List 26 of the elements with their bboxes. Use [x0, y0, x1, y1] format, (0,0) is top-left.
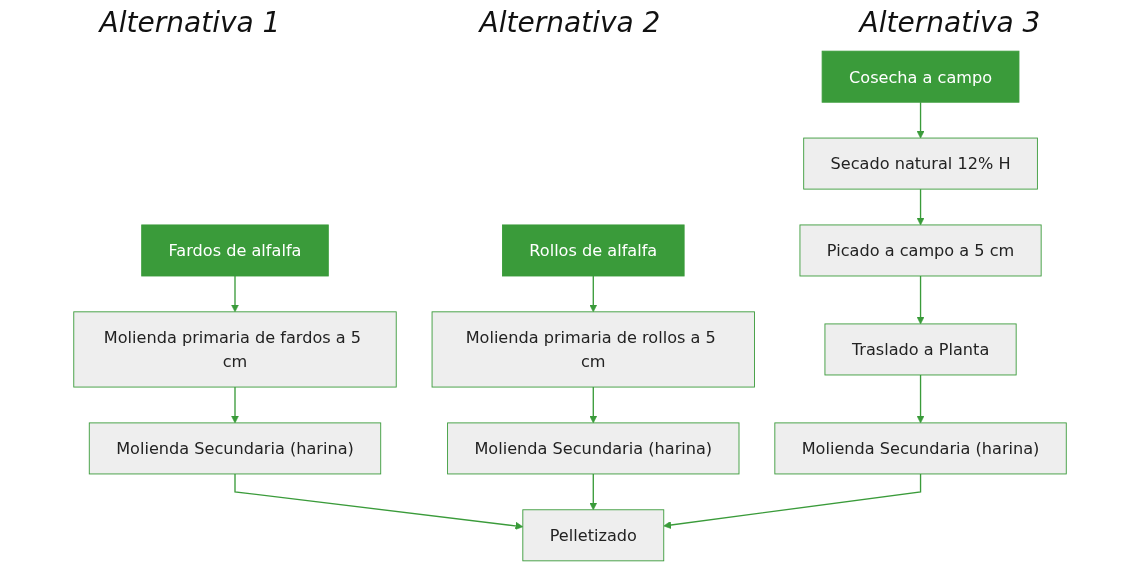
arrow	[589, 386, 598, 424]
arrow	[234, 473, 524, 530]
column-heading: Alternativa 3	[859, 5, 1041, 39]
node-box: Pelletizado	[522, 509, 665, 562]
node-box: Secado natural 12% H	[803, 137, 1038, 190]
node-box: Molienda Secundaria (harina)	[774, 422, 1067, 475]
arrow	[231, 386, 239, 424]
node-box: Molienda primaria de rollos a 5 cm	[431, 311, 755, 388]
node-box: Picado a campo a 5 cm	[799, 224, 1042, 277]
column-heading: Alternativa 2	[479, 5, 661, 39]
node-box: Fardos de alfalfa	[141, 224, 329, 277]
arrow	[916, 101, 925, 139]
node-box: Rollos de alfalfa	[502, 224, 685, 277]
arrow	[916, 374, 925, 424]
node-box: Cosecha a campo	[821, 50, 1020, 103]
arrow	[231, 275, 239, 313]
node-box: Molienda primaria de fardos a 5 cm	[73, 311, 397, 388]
node-box: Molienda Secundaria (harina)	[88, 422, 382, 475]
arrow	[589, 473, 598, 511]
node-box: Molienda Secundaria (harina)	[447, 422, 740, 475]
arrow	[916, 188, 925, 226]
arrow	[589, 275, 598, 313]
arrow	[663, 473, 922, 529]
column-heading: Alternativa 1	[99, 5, 281, 39]
arrow	[916, 275, 925, 325]
node-box: Traslado a Planta	[824, 323, 1017, 376]
